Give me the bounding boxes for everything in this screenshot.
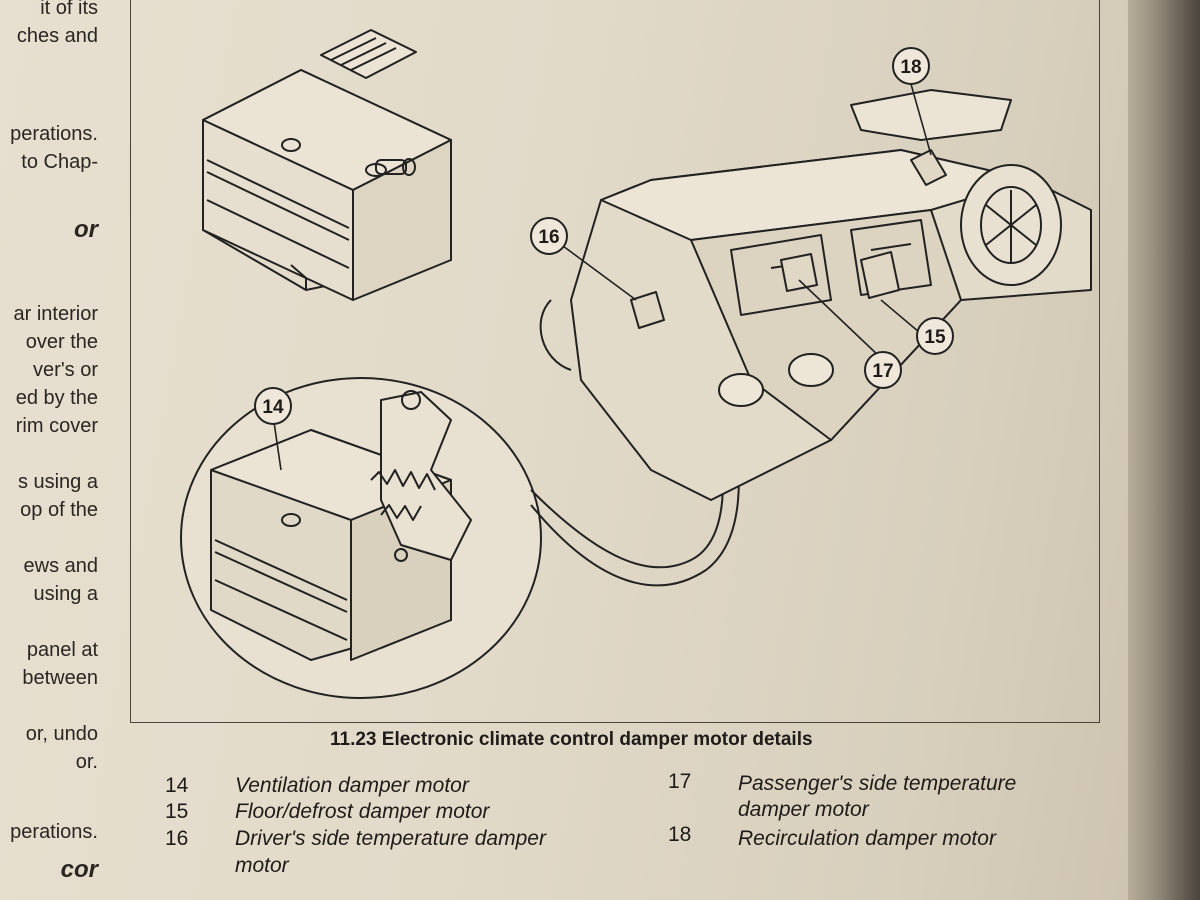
text-line: rim cover [15,415,98,437]
legend-text: Floor/defrost damper motor [235,800,490,823]
callout-17: 17 [864,351,902,389]
legend-number: 18 [668,823,692,846]
left-column-text: it of its ches and perations. to Chap- o… [0,0,100,900]
callout-leaders [273,83,932,471]
legend-left-column: 14 Ventilation damper motor 15 Floor/def… [165,774,605,884]
callout-14: 14 [254,387,292,425]
text-line: ches and [16,25,98,47]
book-binding-shadow [1128,0,1200,900]
text-line: between [22,667,98,689]
legend-text: Driver's side temperature damper [235,827,546,850]
technical-illustration: 18 16 15 17 14 [180,29,1092,699]
heater-assembly-illustration [539,89,1092,501]
text-line: s using a [17,471,98,493]
legend-number: 16 [165,827,189,850]
text-line: perations. [10,123,98,145]
callout-16: 16 [530,217,568,255]
legend-text: Passenger's side temperature [738,772,1017,795]
legend-number: 17 [668,770,692,793]
damper-motor-illustration [202,29,452,301]
section-heading: cor [60,856,98,883]
text-line: to Chap- [21,151,98,173]
manual-page: it of its ches and perations. to Chap- o… [0,0,1150,900]
legend-text: Recirculation damper motor [738,827,996,850]
text-line: it of its [40,0,98,19]
legend-number: 15 [165,800,189,823]
callout-label: 15 [924,327,946,348]
text-line: panel at [26,639,98,661]
text-line: ver's or [33,359,98,381]
callout-label: 17 [872,361,893,382]
figure-damper-motors: 18 16 15 17 14 [130,0,1100,723]
text-line: or, undo [25,723,98,745]
text-line: using a [33,583,99,605]
legend-text: Ventilation damper motor [235,774,469,797]
legend-text: motor [235,854,289,877]
legend-right-column: 17 Passenger's side temperature damper m… [668,770,1108,860]
legend-text: damper motor [738,798,869,821]
callout-label: 18 [900,57,921,78]
callout-15: 15 [916,317,954,355]
magnified-detail-circle [180,377,740,699]
callout-18: 18 [892,47,930,85]
text-line: over the [25,331,98,353]
text-line: op of the [20,499,98,521]
text-line: ar interior [13,303,98,325]
text-line: ews and [23,555,99,577]
text-line: perations. [10,821,98,843]
figure-caption: 11.23 Electronic climate control damper … [330,729,813,750]
callout-label: 16 [538,227,559,248]
text-line: ed by the [15,387,98,409]
legend-number: 14 [165,774,189,797]
text-line: or. [75,751,98,773]
section-heading: or [74,216,98,243]
callout-label: 14 [262,397,284,418]
